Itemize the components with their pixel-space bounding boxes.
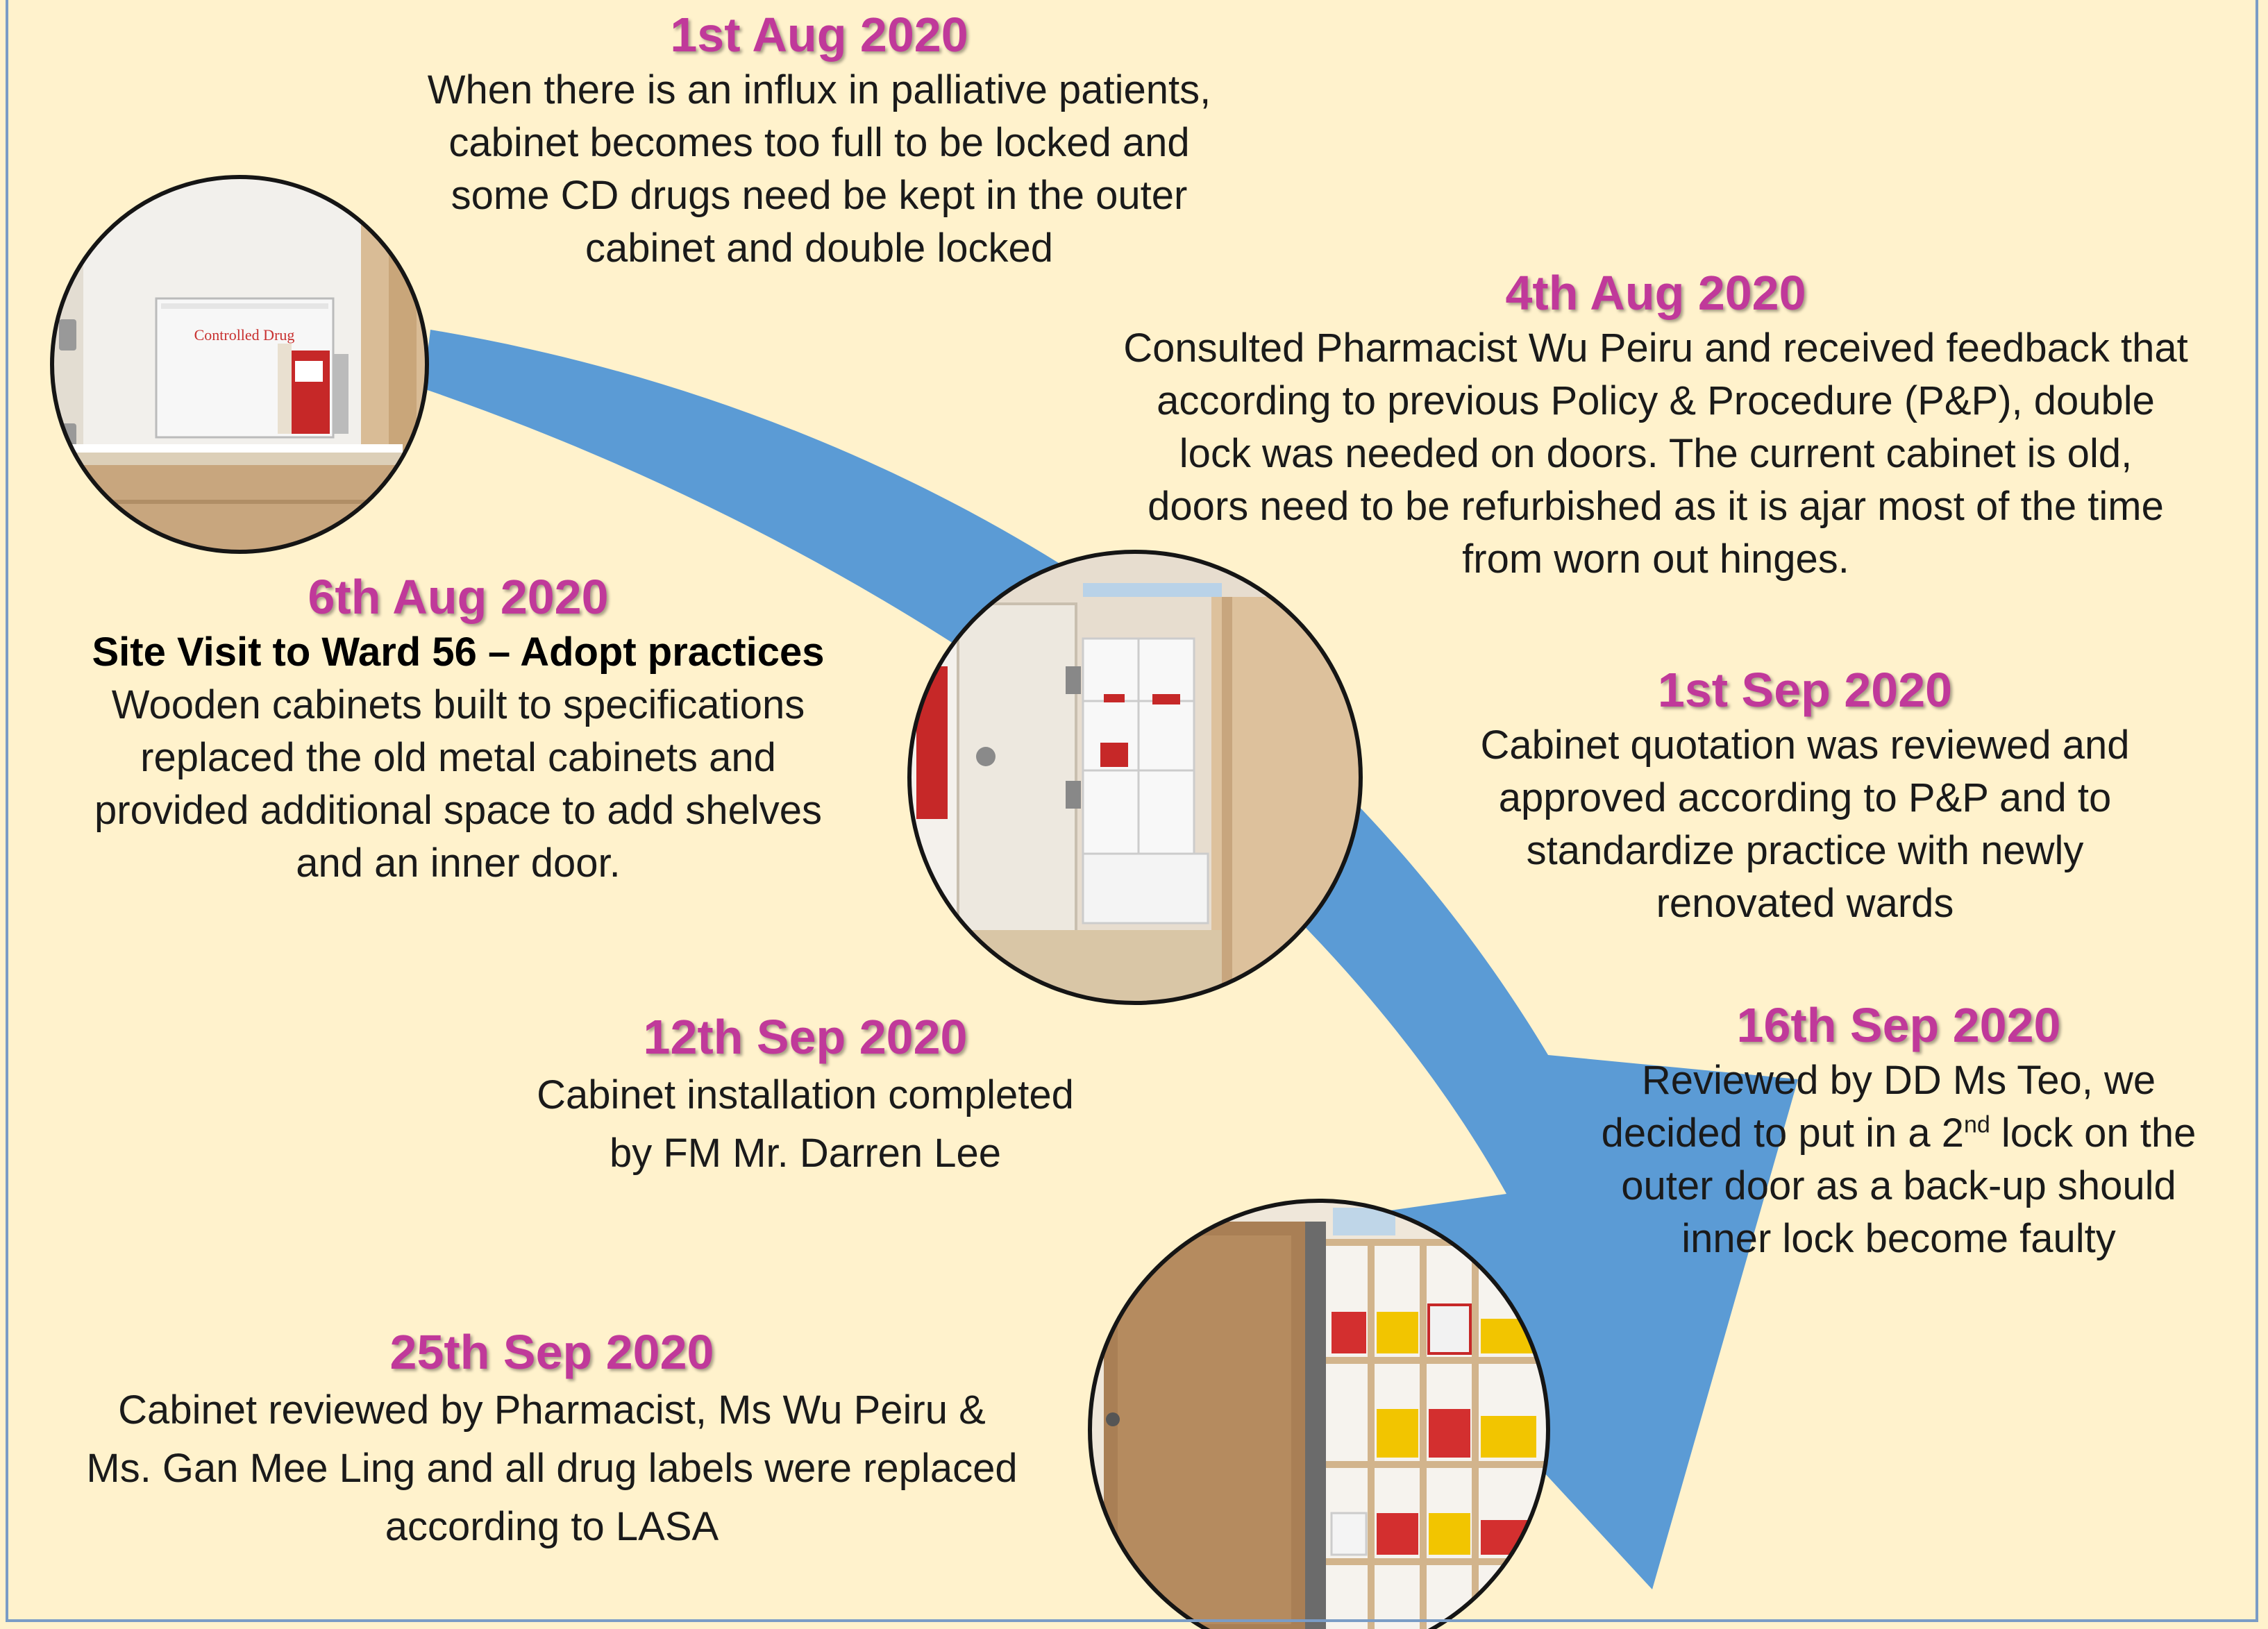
event-date: 16th Sep 2020 (1736, 998, 2061, 1052)
event-line: decided to put in a 2nd lock on the (1527, 1107, 2268, 1160)
event-line: outer door as a back-up should (1621, 1163, 2176, 1208)
event-line: Cabinet installation completed (537, 1072, 1074, 1117)
event-line: from worn out hinges. (1462, 537, 1849, 582)
event-line: standardize practice with newly (1526, 828, 2084, 873)
event-line: When there is an influx in palliative pa… (427, 67, 1211, 112)
event-subtitle: Site Visit to Ward 56 – Adopt practices (92, 630, 825, 675)
event-line: lock was needed on doors. The current ca… (1179, 431, 2133, 476)
event-line: Wooden cabinets built to specifications (111, 682, 805, 727)
event-12sep: 12th Sep 2020 Cabinet installation compl… (486, 1008, 1125, 1183)
event-16sep: 16th Sep 2020 Reviewed by DD Ms Teo, we … (1527, 996, 2268, 1265)
controlled-drug-label: Controlled Drug (194, 326, 295, 344)
event-line-part: decided to put in a 2 (1601, 1111, 1964, 1156)
event-1aug: 1st Aug 2020 When there is an influx in … (333, 6, 1305, 275)
event-4aug: 4th Aug 2020 Consulted Pharmacist Wu Pei… (1055, 264, 2256, 586)
event-line: Consulted Pharmacist Wu Peiru and receiv… (1123, 326, 2188, 371)
event-line: Cabinet reviewed by Pharmacist, Ms Wu Pe… (118, 1387, 986, 1433)
photo-completed-cabinet (1088, 1199, 1550, 1629)
event-line: doors need to be refurbished as it is aj… (1148, 484, 2164, 529)
photo-wooden-cabinet (907, 550, 1363, 1005)
event-line: Reviewed by DD Ms Teo, we (1641, 1058, 2156, 1103)
event-line: Ms. Gan Mee Ling and all drug labels wer… (86, 1446, 1018, 1491)
event-1sep: 1st Sep 2020 Cabinet quotation was revie… (1388, 661, 2221, 930)
event-date: 4th Aug 2020 (1505, 266, 1806, 320)
event-line: cabinet and double locked (585, 226, 1053, 271)
event-line: according to LASA (385, 1504, 719, 1549)
event-line: provided additional space to add shelves (94, 788, 822, 833)
event-date: 25th Sep 2020 (389, 1325, 714, 1379)
event-25sep: 25th Sep 2020 Cabinet reviewed by Pharma… (28, 1323, 1076, 1556)
event-line: approved according to P&P and to (1498, 775, 2112, 820)
event-date: 1st Aug 2020 (670, 8, 968, 62)
event-line: according to previous Policy & Procedure… (1157, 378, 2155, 423)
event-date: 1st Sep 2020 (1657, 663, 1953, 717)
ordinal-superscript: nd (1963, 1111, 1990, 1138)
event-line: inner lock become faulty (1681, 1216, 2116, 1261)
event-line: some CD drugs need be kept in the outer (451, 173, 1188, 218)
event-line: and an inner door. (296, 841, 621, 886)
event-date: 12th Sep 2020 (643, 1010, 968, 1064)
event-line-part: lock on the (1990, 1111, 2196, 1156)
event-line: by FM Mr. Darren Lee (609, 1131, 1002, 1176)
event-line: replaced the old metal cabinets and (140, 735, 776, 780)
event-line: Cabinet quotation was reviewed and (1480, 723, 2130, 768)
event-line: cabinet becomes too full to be locked an… (448, 120, 1190, 165)
event-6aug: 6th Aug 2020 Site Visit to Ward 56 – Ado… (28, 568, 889, 890)
event-line: renovated wards (1656, 881, 1954, 926)
event-date: 6th Aug 2020 (308, 570, 609, 624)
